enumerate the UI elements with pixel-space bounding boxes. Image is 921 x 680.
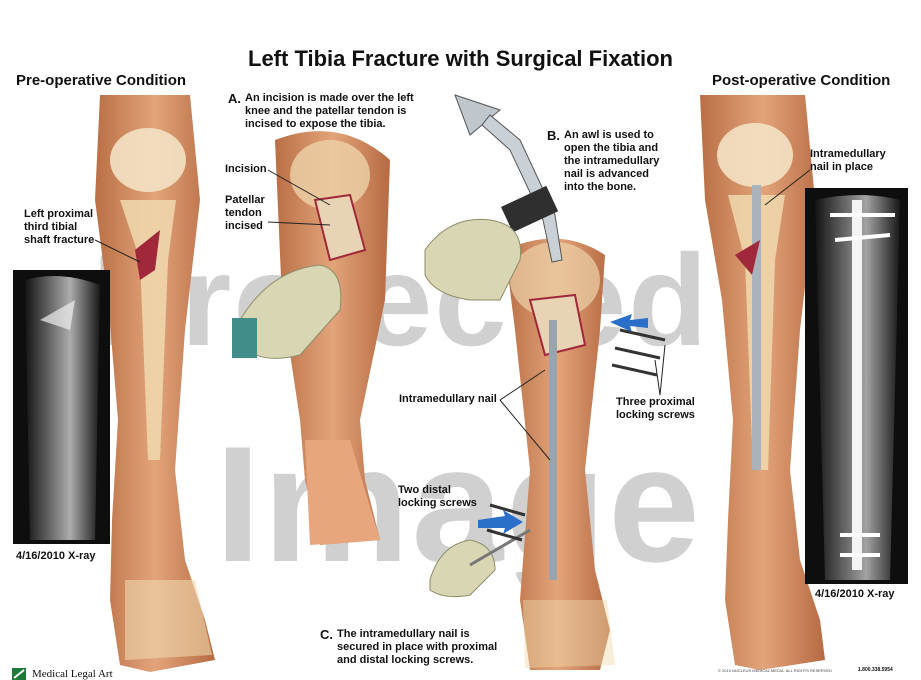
leader-lines bbox=[94, 169, 811, 461]
post-op-heading: Post-operative Condition bbox=[712, 72, 891, 89]
step-b-text: B. An awl is used to open the tibia and t… bbox=[547, 129, 659, 194]
fracture-label: Left proximal third tibial shaft fractur… bbox=[24, 208, 95, 246]
fracture-mark bbox=[135, 230, 160, 280]
step-c-text: C. The intramedullary nail is secured in … bbox=[320, 628, 497, 667]
distal-screws-label: Two distal locking screws bbox=[398, 484, 477, 509]
step-b-body: An awl is used to open the tibia and the… bbox=[564, 129, 660, 193]
proximal-screws bbox=[611, 328, 666, 377]
step-b-glove bbox=[424, 218, 522, 301]
step-a-body: An incision is made over the left knee a… bbox=[245, 92, 414, 130]
footer-brand: Medical Legal Art bbox=[32, 668, 113, 680]
footer-phone: 1.800.338.5954 bbox=[858, 667, 893, 673]
step-c-glove bbox=[429, 528, 531, 598]
step-b-letter: B. bbox=[547, 128, 560, 143]
arrow-proximal-screws bbox=[610, 314, 648, 332]
step-a-leg bbox=[275, 131, 390, 546]
distal-screws bbox=[486, 503, 526, 542]
patellar-tendon-label: Patellar tendon incised bbox=[225, 194, 265, 232]
step-c-letter: C. bbox=[320, 627, 333, 642]
post-op-xray bbox=[805, 188, 908, 584]
nail-in-place-label: Intramedullary nail in place bbox=[810, 148, 886, 173]
step-b-leg bbox=[505, 238, 615, 671]
post-op-leg bbox=[700, 95, 825, 670]
proximal-screws-label: Three proximal locking screws bbox=[616, 396, 695, 421]
pre-op-xray-caption: 4/16/2010 X-ray bbox=[16, 550, 96, 562]
pre-op-xray bbox=[13, 270, 110, 544]
step-a-text: A. An incision is made over the left knee… bbox=[228, 92, 414, 131]
post-op-xray-caption: 4/16/2010 X-ray bbox=[815, 588, 895, 600]
step-a-letter: A. bbox=[228, 91, 241, 106]
page-title: Left Tibia Fracture with Surgical Fixati… bbox=[248, 46, 673, 71]
awl-instrument bbox=[454, 94, 563, 263]
pre-op-leg bbox=[95, 95, 215, 672]
intramedullary-nail-label: Intramedullary nail bbox=[399, 393, 497, 405]
footer-copyright: © 2010 NUCLEUS MEDICAL MEDIA. ALL RIGHTS… bbox=[718, 668, 832, 673]
step-a-glove bbox=[232, 264, 342, 359]
arrow-distal-screws bbox=[478, 510, 523, 534]
pre-op-heading: Pre-operative Condition bbox=[16, 72, 187, 89]
brand-logo-icon bbox=[12, 668, 26, 680]
step-c-body: The intramedullary nail is secured in pl… bbox=[337, 628, 498, 666]
incision-label: Incision bbox=[225, 163, 267, 175]
